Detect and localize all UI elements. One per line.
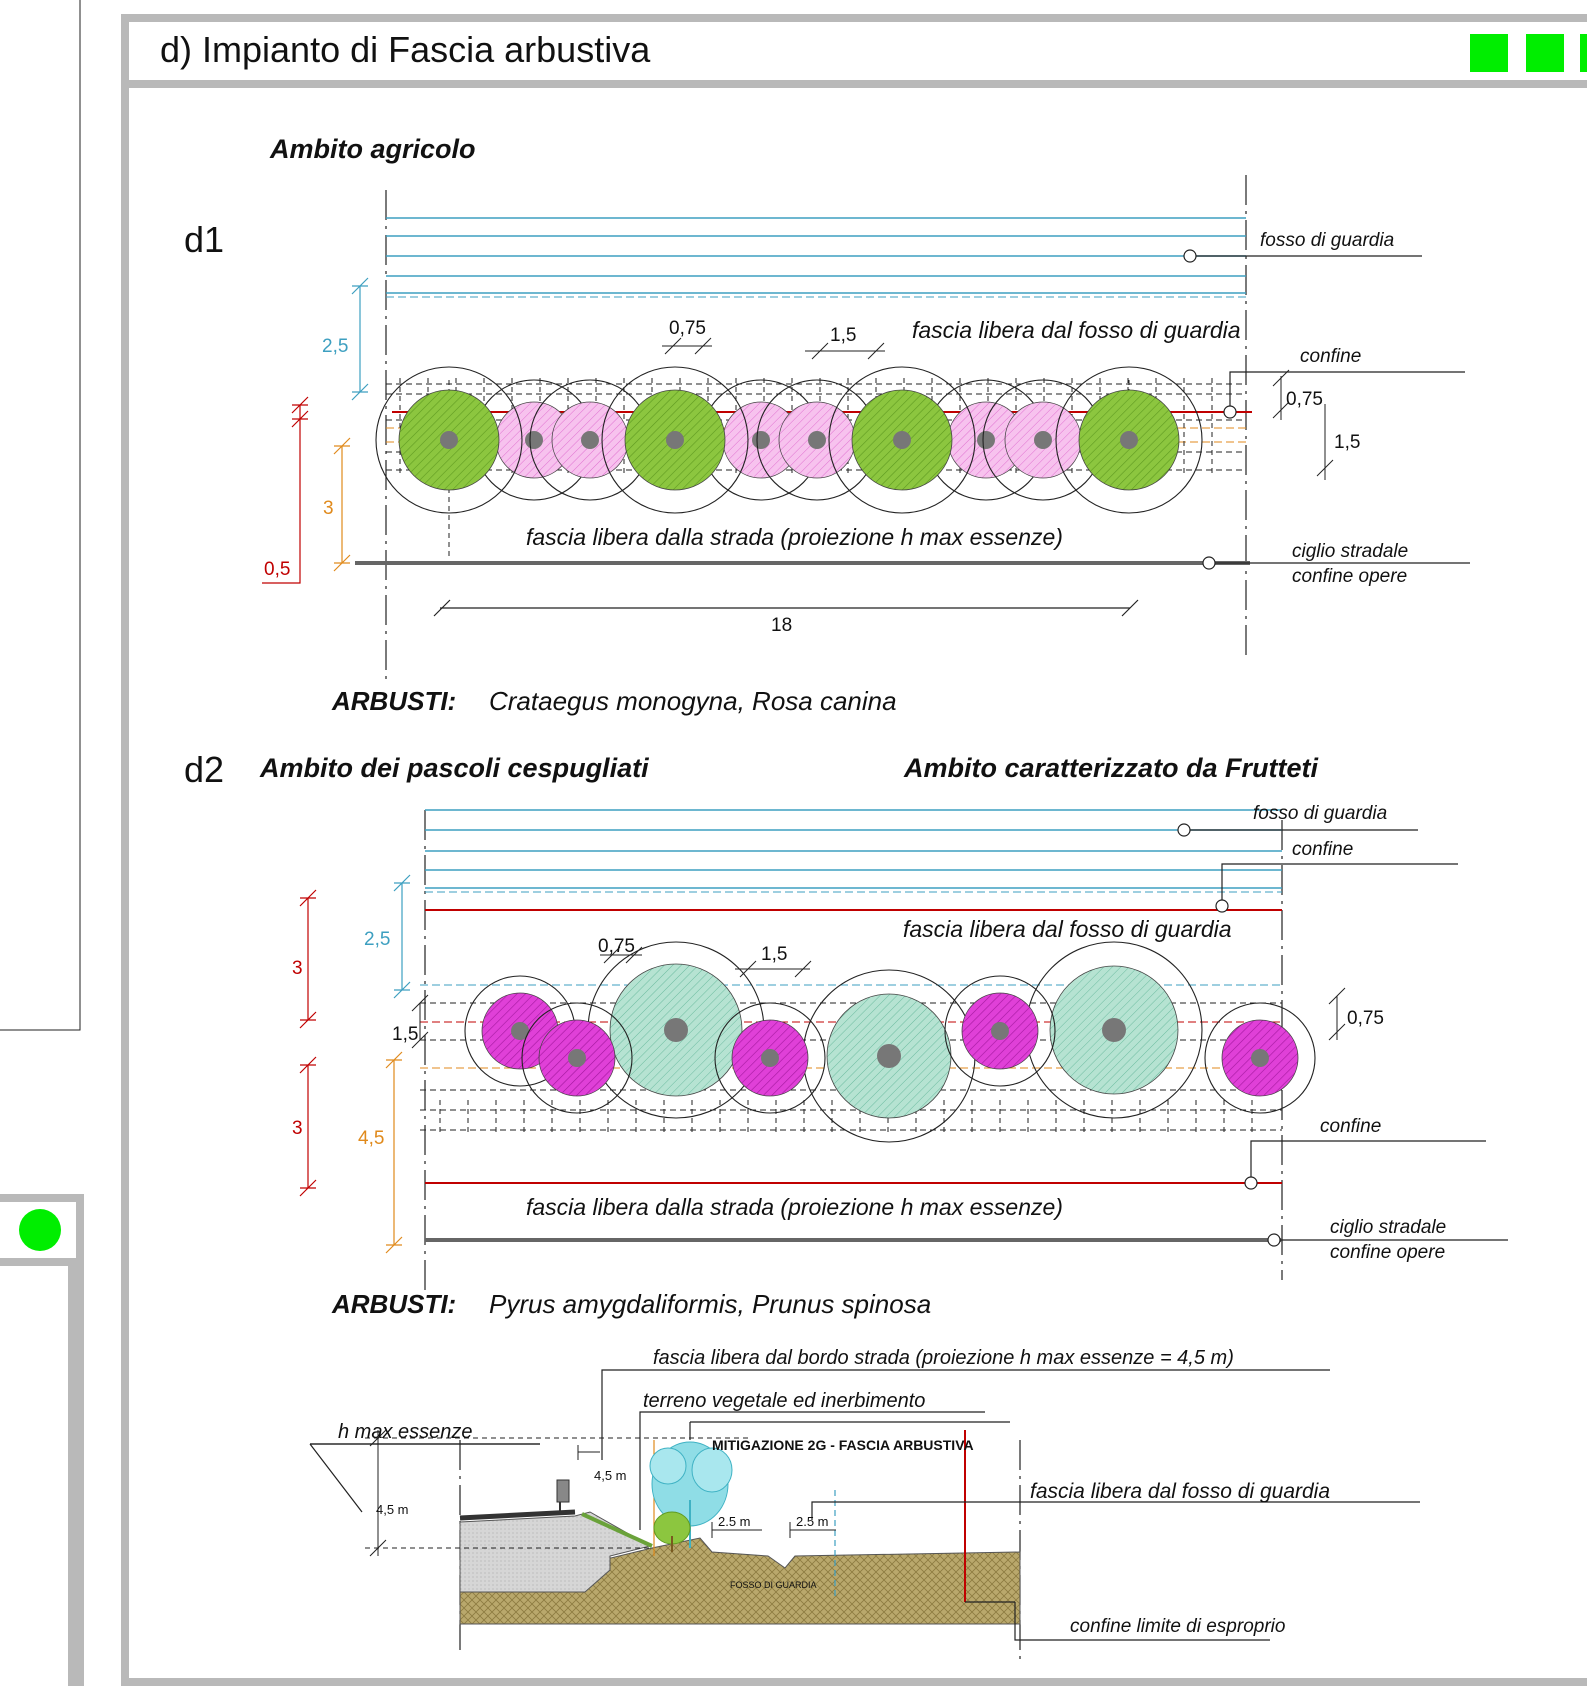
d1-ciglio-label: ciglio stradale (1292, 541, 1408, 562)
d1-arbusti-species: Crataegus monogyna, Rosa canina (489, 686, 897, 716)
d1-confine-opere-label: confine opere (1292, 566, 1407, 587)
section-terreno: terreno vegetale ed inerbimento (643, 1390, 925, 1412)
d1-shrub-rosa (756, 379, 878, 501)
section-fascia-fosso: fascia libera dal fosso di guardia (1030, 1480, 1330, 1503)
d2-confine-bottom-label: confine (1320, 1116, 1381, 1137)
d1-dim-1-5-right: 1,5 (1334, 432, 1360, 453)
d2-confine-opere-label: confine opere (1330, 1242, 1445, 1263)
header-green-markers (1470, 34, 1587, 72)
section-dim-4-5-m-b: 4,5 m (376, 1502, 409, 1517)
d1-dim-18: 18 (771, 615, 792, 636)
section-fascia-bordo: fascia libera dal bordo strada (proiezio… (653, 1347, 1234, 1369)
d1-shrub-crataegus (828, 366, 976, 514)
d2-dim-1-5: 1,5 (392, 1024, 418, 1045)
d1-fascia-fosso-label: fascia libera dal fosso di guardia (912, 317, 1241, 343)
d2-fascia-fosso-label: fascia libera dal fosso di guardia (903, 916, 1232, 942)
d2-dim-3-bottom: 3 (292, 1118, 303, 1139)
section-dim-2-5-m-a: 2.5 m (718, 1514, 751, 1529)
d2-dim-0-75-right: 0,75 (1347, 1008, 1384, 1029)
d2-ambito-right: Ambito caratterizzato da Frutteti (903, 753, 1319, 783)
d2-dim-3-top: 3 (292, 958, 303, 979)
d1-plan-drawing (262, 175, 1470, 680)
d1-fascia-strada-label: fascia libera dalla strada (proiezione h… (526, 524, 1063, 550)
section-tree-large (649, 1441, 733, 1548)
d2-dim-1-5-top: 1,5 (761, 944, 787, 965)
d1-confine-label: confine (1300, 346, 1361, 367)
section-shrub-small (653, 1511, 691, 1552)
d2-dim-0-75-top: 0,75 (598, 936, 635, 957)
page-title: d) Impianto di Fascia arbustiva (160, 29, 651, 70)
d1-shrub-rosa (700, 379, 822, 501)
d2-label: d2 (184, 749, 224, 790)
d2-shrub-pyrus (587, 941, 765, 1119)
d2-shrub-prunus (521, 1002, 633, 1114)
d1-shrub-crataegus (601, 366, 749, 514)
d2-fosso-label: fosso di guardia (1253, 803, 1387, 824)
d1-dim-3: 3 (323, 498, 334, 519)
cross-section-drawing (309, 1369, 1420, 1662)
d2-dim-4-5: 4,5 (358, 1128, 384, 1149)
d1-arbusti-label: ARBUSTI: (331, 686, 456, 716)
d2-dim-2-5: 2,5 (364, 929, 390, 950)
d2-fascia-strada-label: fascia libera dalla strada (proiezione h… (526, 1194, 1063, 1220)
d2-confine-top-label: confine (1292, 839, 1353, 860)
section-h-max: h max essenze (338, 1421, 473, 1443)
d1-shrub-crataegus (375, 366, 523, 514)
d1-dim-0-75-top: 0,75 (669, 318, 706, 339)
d1-dim-2-5: 2,5 (322, 336, 348, 357)
d1-ambito-title: Ambito agricolo (269, 134, 476, 164)
d2-shrub-pyrus (802, 969, 976, 1143)
d2-shrub-prunus (714, 1002, 826, 1114)
section-dim-2-5-m-b: 2.5 m (796, 1514, 829, 1529)
d1-dim-1-5-top: 1,5 (830, 325, 856, 346)
d2-arbusti-species: Pyrus amygdaliformis, Prunus spinosa (489, 1289, 931, 1319)
d1-label: d1 (184, 219, 224, 260)
d2-shrub-pyrus (1025, 941, 1203, 1119)
status-indicator-dot (19, 1209, 61, 1251)
d1-dim-0-5: 0,5 (264, 559, 290, 580)
d2-arbusti-label: ARBUSTI: (331, 1289, 456, 1319)
section-confine-esproprio: confine limite di esproprio (1070, 1616, 1285, 1637)
d1-fosso-label: fosso di guardia (1260, 230, 1394, 251)
d2-ciglio-label: ciglio stradale (1330, 1217, 1446, 1238)
d2-shrub-prunus (944, 975, 1056, 1087)
d2-plan-drawing (299, 809, 1508, 1290)
section-dim-4-5-m-a: 4,5 m (594, 1468, 627, 1483)
d2-ambito-left: Ambito dei pascoli cespugliati (259, 753, 649, 783)
section-fosso-label: FOSSO DI GUARDIA (730, 1580, 817, 1590)
d2-shrub-prunus (1204, 1002, 1316, 1114)
section-mitigazione: MITIGAZIONE 2G - FASCIA ARBUSTIVA (712, 1437, 974, 1453)
d1-shrub-crataegus (1055, 366, 1203, 514)
d1-dim-0-75-right: 0,75 (1286, 389, 1323, 410)
